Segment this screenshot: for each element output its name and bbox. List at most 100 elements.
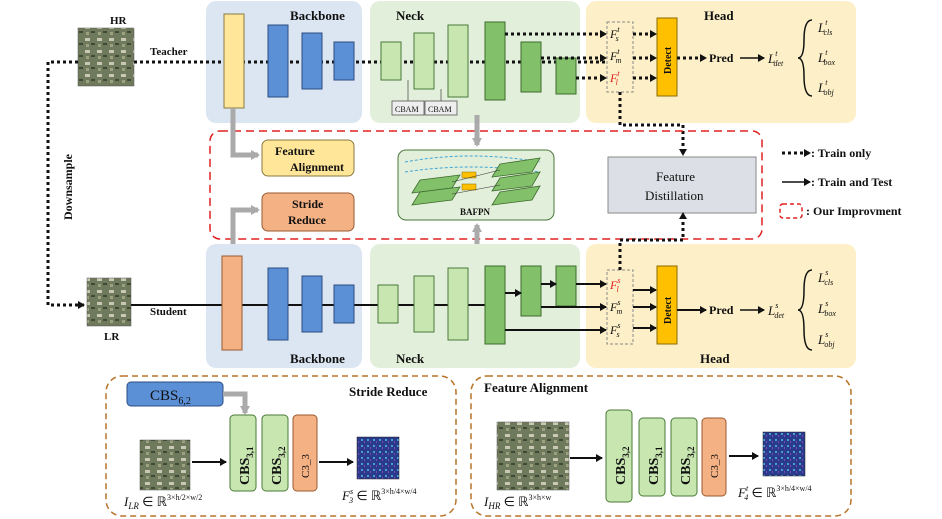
- legend-train-only: : Train only: [811, 146, 871, 160]
- downsample-label: Downsample: [61, 153, 75, 220]
- fa-input-image: [496, 421, 570, 491]
- lr-label: LR: [104, 331, 120, 343]
- feature-distillation-box: [607, 156, 757, 214]
- lr-input-image: [86, 277, 132, 327]
- sr-c3: [292, 414, 318, 492]
- teacher-neck-block: [555, 57, 577, 95]
- sr-cbs-a-label: CBS3,1: [238, 446, 255, 485]
- sr-cbs-b-label: CBS3,2: [270, 446, 287, 485]
- sr-output-featmap: [356, 436, 400, 480]
- fa-c3-label: C3_3: [709, 454, 721, 478]
- sr-c3-label: C3_3: [300, 454, 312, 478]
- fa-output-featmap: [762, 431, 806, 477]
- teacher-neck-block: [380, 41, 402, 81]
- student-neck-title: Neck: [396, 351, 425, 366]
- hr-label: HR: [110, 15, 128, 27]
- teacher-pred-label: Pred: [709, 51, 734, 65]
- teacher-to-distillation: [618, 92, 687, 156]
- sr-input-image: [139, 439, 191, 491]
- student-loss-brace: [797, 269, 813, 351]
- fa-cbs-a: [605, 409, 633, 503]
- student-neck-block: [484, 265, 506, 345]
- cbam-label: CBAM: [428, 105, 452, 114]
- student-backbone-stem: [221, 255, 243, 351]
- student-detect-label: Detect: [663, 296, 674, 324]
- stride-reduce-panel: [105, 375, 457, 517]
- teacher-neck-block: [520, 41, 542, 93]
- legend-train-test: : Train and Test: [811, 175, 892, 189]
- student-head-title: Head: [700, 351, 730, 366]
- sr-cbs-b: [261, 414, 289, 492]
- student-backbone-block: [267, 267, 289, 341]
- fa-cbs-a-label: CBS3,2: [614, 446, 631, 485]
- cbs-input-label: CBS6,2: [150, 388, 191, 407]
- student-neck-block: [377, 284, 399, 324]
- teacher-neck-block: [484, 21, 506, 101]
- student-backbone-title: Backbone: [290, 351, 345, 366]
- downsample-path: [46, 60, 85, 309]
- stride-reduce-panel-title: Stride Reduce: [349, 384, 428, 399]
- backbone-to-feature-alignment: [230, 108, 260, 160]
- fa-cbs-c: [670, 417, 698, 497]
- legend-improvement-icon: [779, 203, 803, 219]
- sr-cbs-a: [229, 414, 257, 492]
- student-pred-label: Pred: [709, 303, 734, 317]
- student-neck-block: [520, 265, 542, 317]
- feature-distillation-label-2: Distillation: [645, 188, 704, 203]
- feature-distillation-label-1: Feature: [656, 169, 695, 184]
- teacher-neck-title: Neck: [396, 8, 425, 23]
- student-neck-block: [413, 275, 435, 333]
- fa-input-formula: IHR ∈ ℝ3×h×w: [483, 493, 551, 511]
- teacher-backbone-stem: [223, 13, 245, 109]
- student-head-region: [586, 244, 856, 368]
- cbs-input-arrow: [223, 391, 250, 415]
- teacher-label: Teacher: [150, 46, 188, 58]
- teacher-backbone-block: [333, 41, 355, 81]
- legend-improvement: : Our Improvment: [806, 204, 902, 218]
- bafpn-label: BAFPN: [460, 207, 490, 217]
- student-detect-block: [656, 265, 678, 345]
- student-to-distillation: [618, 212, 687, 270]
- teacher-detect-label: Detect: [663, 46, 674, 74]
- teacher-head-title: Head: [704, 8, 734, 23]
- fa-cbs-b-label: CBS3,1: [647, 446, 664, 485]
- student-backbone-block: [333, 284, 355, 324]
- student-backbone-block: [301, 275, 323, 333]
- fa-cbs-c-label: CBS3,2: [679, 446, 696, 485]
- fa-cbs-b: [638, 417, 666, 497]
- student-neck-block: [447, 267, 469, 341]
- cbam-label: CBAM: [395, 105, 419, 114]
- feature-alignment-box: [261, 139, 355, 177]
- fa-c3: [701, 417, 727, 497]
- teacher-backbone-block: [267, 24, 289, 98]
- teacher-backbone-title: Backbone: [290, 8, 345, 23]
- bafpn-illustration: [404, 155, 541, 206]
- sr-input-formula: ILR ∈ ℝ3×h/2×w/2: [123, 493, 202, 511]
- teacher-backbone-block: [301, 32, 323, 90]
- hr-input-image: [77, 27, 135, 87]
- teacher-neck-block: [413, 32, 435, 90]
- student-label: Student: [150, 306, 187, 318]
- stride-reduce-box: [261, 192, 355, 232]
- feature-alignment-panel-title: Feature Alignment: [484, 380, 589, 395]
- improvement-region: [209, 130, 763, 240]
- student-neck-block: [555, 265, 577, 307]
